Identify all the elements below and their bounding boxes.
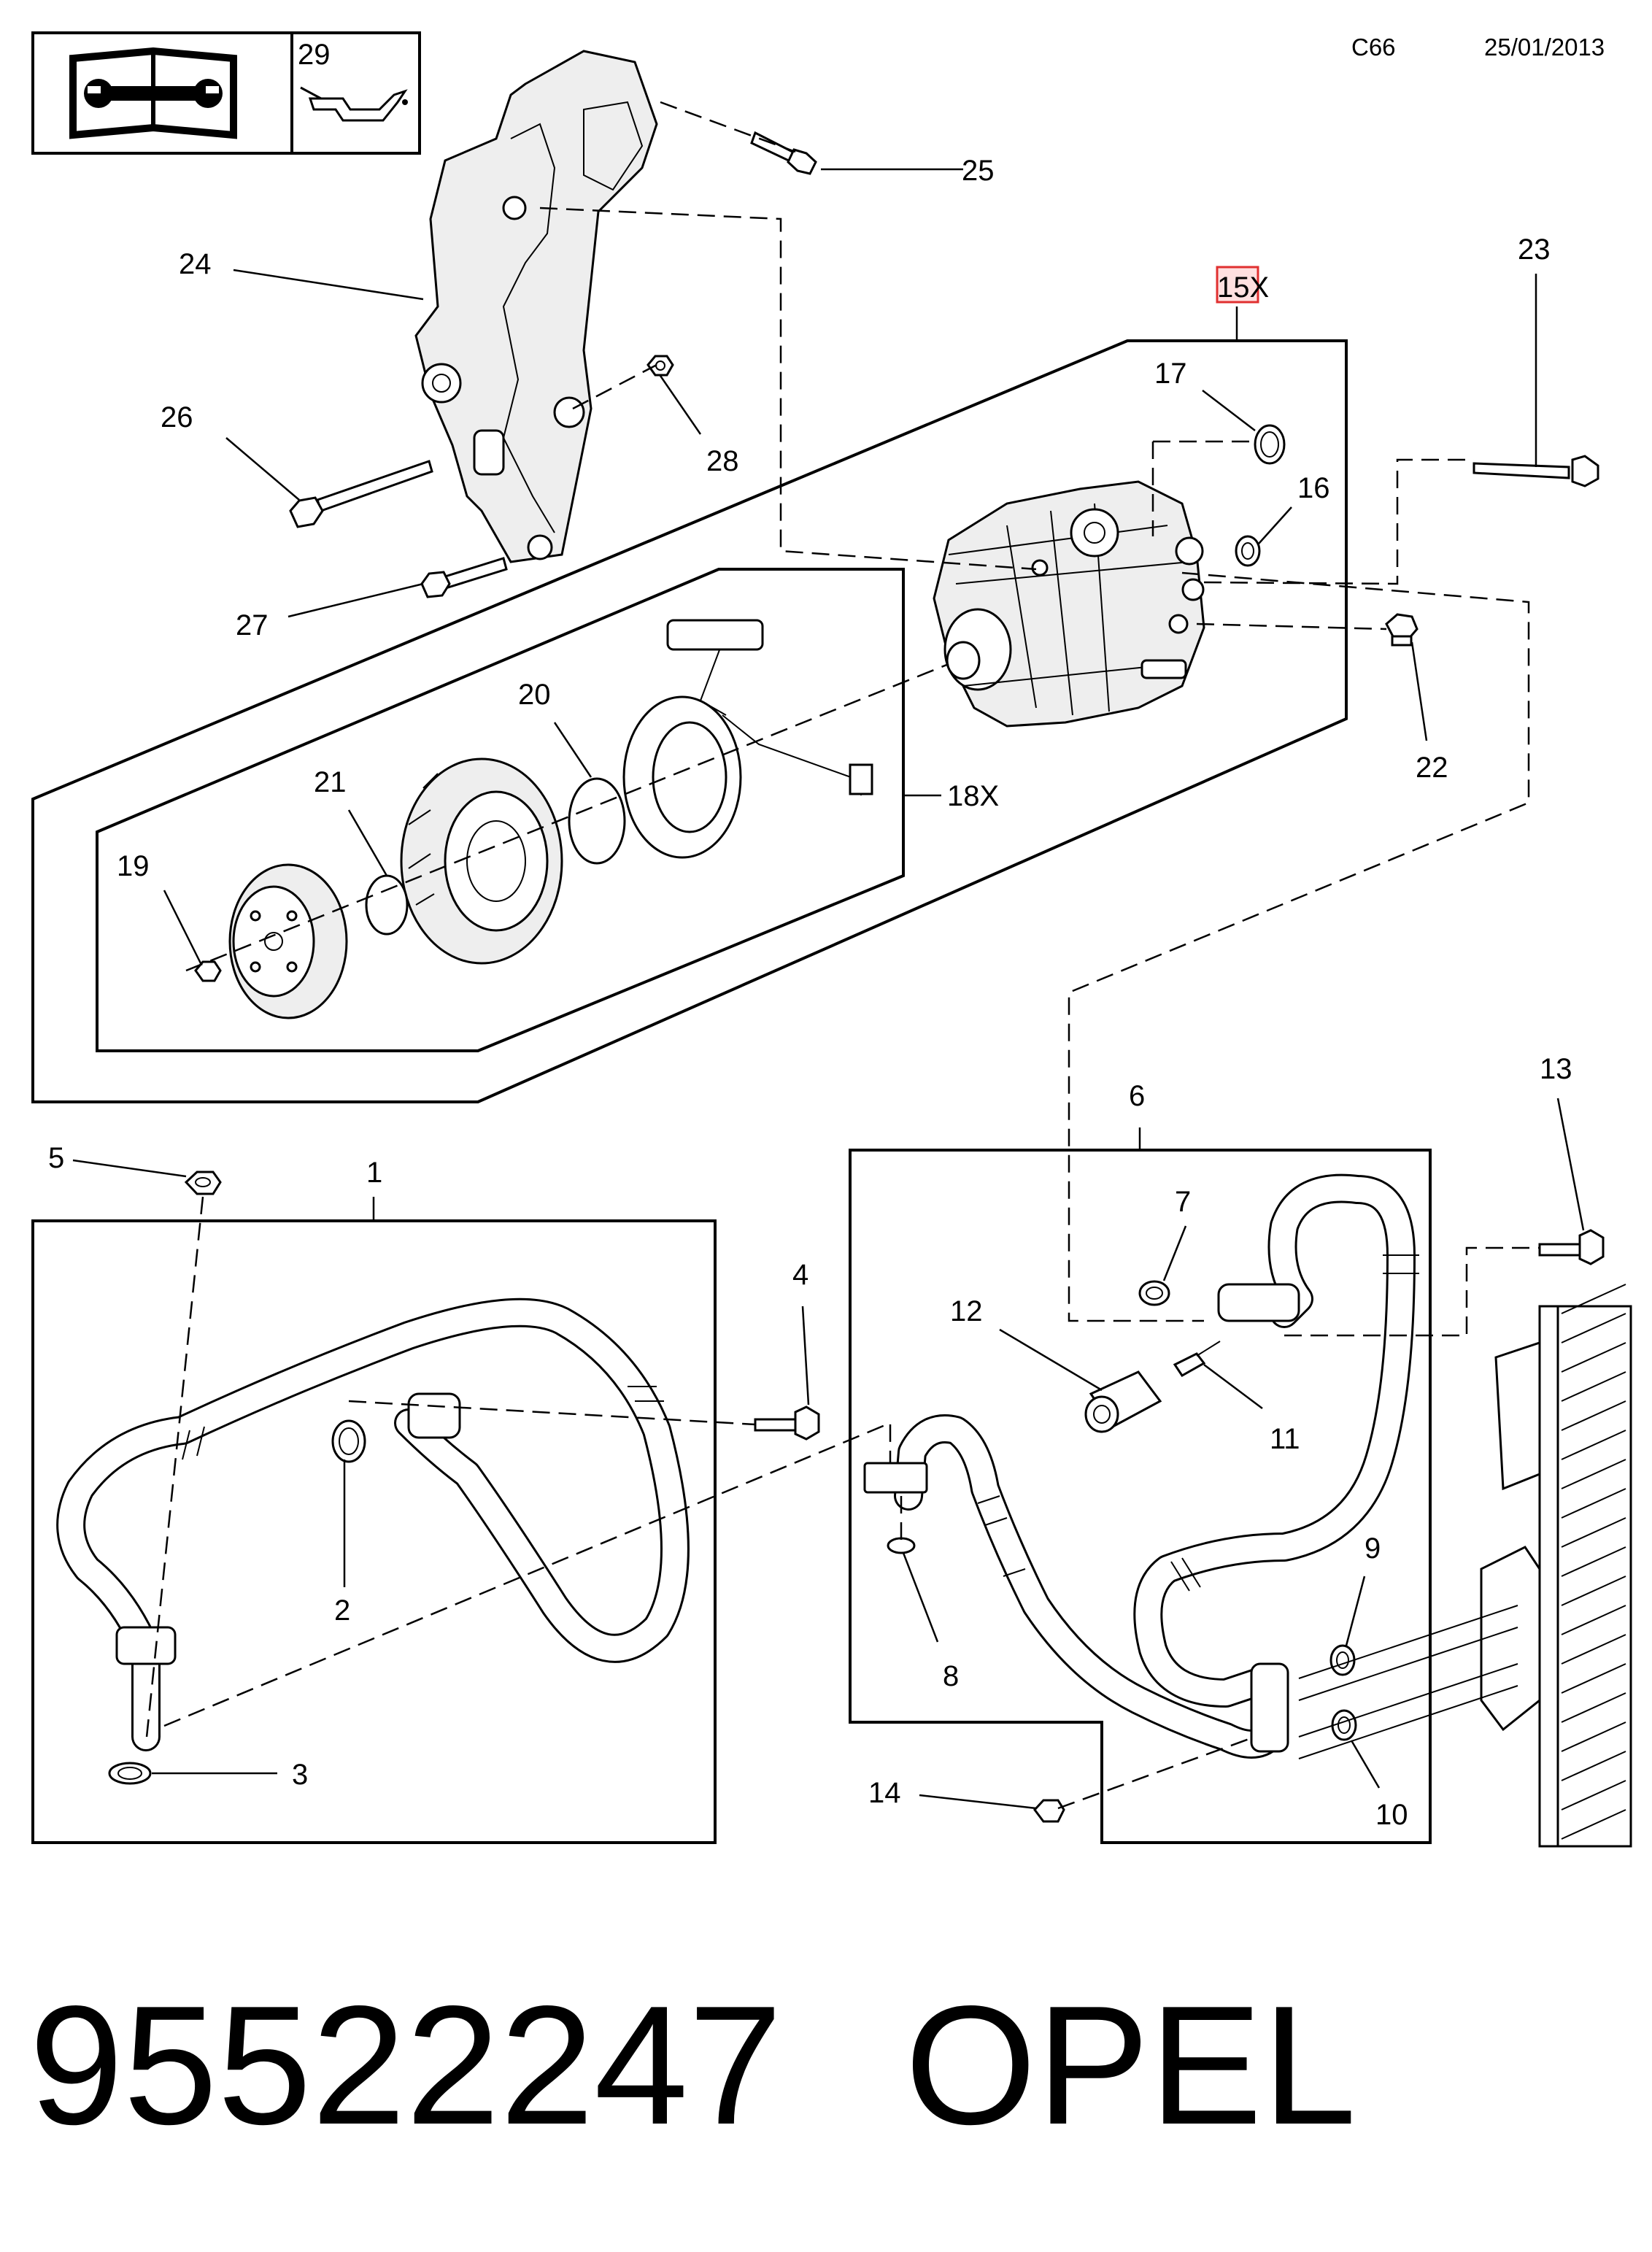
diagram-date: 25/01/2013 <box>1484 34 1605 61</box>
bolt-23[interactable] <box>1472 455 1599 487</box>
condenser <box>1298 1284 1632 1848</box>
hose-assembly-6-label[interactable]: 6 <box>1129 1080 1145 1112</box>
callout-9[interactable]: 9 <box>1365 1532 1381 1565</box>
o-ring-17[interactable] <box>1254 424 1286 465</box>
suction-hose-1[interactable] <box>56 1297 690 1751</box>
nut-5[interactable] <box>184 1171 222 1195</box>
callout-13[interactable]: 13 <box>1540 1053 1572 1085</box>
callout-2[interactable]: 2 <box>334 1594 350 1627</box>
washer-8[interactable] <box>887 1537 916 1554</box>
bolt-13[interactable] <box>1538 1229 1605 1265</box>
callout-17[interactable]: 17 <box>1154 358 1187 390</box>
hose-assembly-1-frame: 1 <box>31 1157 717 1844</box>
mounting-bracket[interactable] <box>414 50 658 563</box>
callout-26[interactable]: 26 <box>161 401 193 433</box>
nut-19[interactable] <box>194 960 222 982</box>
callout-25[interactable]: 25 <box>962 155 995 187</box>
clutch-assembly-label[interactable]: 18X <box>947 780 999 812</box>
callout-20[interactable]: 20 <box>518 679 551 711</box>
callout-7[interactable]: 7 <box>1175 1186 1191 1218</box>
callout-22[interactable]: 22 <box>1416 752 1448 784</box>
clutch-assembly-frame: 18X <box>96 568 999 1052</box>
pulley-21[interactable] <box>400 757 563 965</box>
ac-compressor[interactable] <box>933 480 1205 728</box>
compressor-assembly-frame: 15X <box>31 266 1348 1103</box>
snap-ring-21[interactable] <box>365 874 409 936</box>
o-ring-7[interactable] <box>1138 1280 1170 1306</box>
callout-10[interactable]: 10 <box>1375 1799 1408 1831</box>
valve-11[interactable] <box>1173 1341 1221 1377</box>
brand-name: OPEL <box>905 1971 1356 2160</box>
compressor-assembly-label[interactable]: 15X <box>1217 271 1269 304</box>
oil-ref-label: 29 <box>298 39 331 71</box>
callout-24[interactable]: 24 <box>179 248 212 280</box>
callout-16[interactable]: 16 <box>1297 472 1330 504</box>
callout-12[interactable]: 12 <box>950 1295 983 1327</box>
discharge-hose-6[interactable] <box>863 1173 1419 1759</box>
hose-assembly-1-label[interactable]: 1 <box>366 1157 382 1189</box>
plug-22[interactable] <box>1385 613 1419 647</box>
callout-4[interactable]: 4 <box>792 1259 808 1291</box>
hose-assembly-6-frame: 6 <box>849 1080 1432 1844</box>
clutch-coil-18[interactable] <box>622 619 873 859</box>
callout-21[interactable]: 21 <box>314 766 347 798</box>
callout-19[interactable]: 19 <box>117 850 150 882</box>
oil-can-icon <box>300 86 408 122</box>
nut-14[interactable] <box>1033 1799 1065 1823</box>
nut-28[interactable] <box>646 355 674 377</box>
bolt-26[interactable] <box>289 460 433 528</box>
highlight-marker <box>1216 266 1259 304</box>
snap-ring-20[interactable] <box>568 777 626 865</box>
service-icon-box: 29 <box>31 31 421 155</box>
bolt-4[interactable] <box>754 1405 820 1441</box>
bolt-27[interactable] <box>420 557 508 598</box>
callout-3[interactable]: 3 <box>292 1759 308 1791</box>
callout-14[interactable]: 14 <box>868 1777 901 1809</box>
o-ring-2[interactable] <box>331 1419 366 1463</box>
wrench-book-icon <box>69 47 237 139</box>
diagram-code: C66 <box>1351 34 1396 61</box>
callout-28[interactable]: 28 <box>706 445 739 477</box>
o-ring-16[interactable] <box>1235 535 1261 567</box>
callout-23[interactable]: 23 <box>1518 234 1551 266</box>
o-ring-9[interactable] <box>1329 1644 1356 1676</box>
washer-3[interactable] <box>108 1762 152 1785</box>
clutch-plate-19[interactable] <box>228 863 348 1019</box>
callout-5[interactable]: 5 <box>48 1142 64 1174</box>
pressure-sensor-12[interactable] <box>1084 1370 1162 1433</box>
callout-27[interactable]: 27 <box>236 609 269 641</box>
callout-8[interactable]: 8 <box>943 1660 959 1692</box>
callout-11[interactable]: 11 <box>1270 1423 1300 1455</box>
part-number: 95522247 <box>29 1971 782 2160</box>
